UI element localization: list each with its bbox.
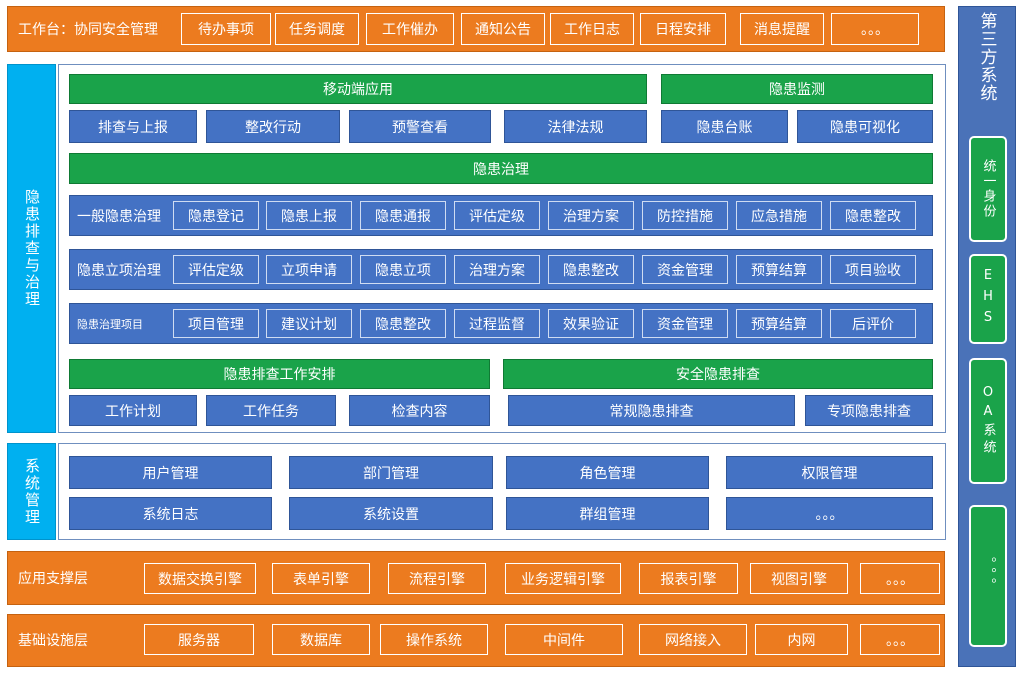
- mobile-report-button[interactable]: 排查与上报: [69, 110, 197, 143]
- third-party-ehs-label: EHS: [980, 267, 996, 331]
- gp-suggest-plan-button[interactable]: 建议计划: [266, 309, 352, 338]
- support-view-engine-button[interactable]: 视图引擎: [750, 563, 848, 594]
- workbench-label: 工作台：协同安全管理: [18, 22, 158, 38]
- hazard-side-label: 隐患排查与治理: [23, 189, 41, 308]
- project-acceptance-button[interactable]: 项目验收: [830, 255, 916, 284]
- general-emergency-button[interactable]: 应急措施: [736, 201, 822, 230]
- safety-routine-button[interactable]: 常规隐患排查: [508, 395, 795, 426]
- mobile-rectify-button[interactable]: 整改行动: [206, 110, 340, 143]
- gp-budget-button[interactable]: 预算结算: [736, 309, 822, 338]
- gp-funds-button[interactable]: 资金管理: [642, 309, 728, 338]
- system-log-button[interactable]: 系统日志: [69, 497, 272, 530]
- workbench-worklog-button[interactable]: 工作日志: [550, 13, 634, 45]
- general-grading-button[interactable]: 评估定级: [454, 201, 540, 230]
- workbench-more-button[interactable]: 。。。: [831, 13, 919, 45]
- support-report-engine-button[interactable]: 报表引擎: [639, 563, 738, 594]
- gp-project-manage-button[interactable]: 项目管理: [173, 309, 259, 338]
- schedule-header: 隐患排查工作安排: [69, 359, 490, 389]
- safety-special-button[interactable]: 专项隐患排查: [805, 395, 933, 426]
- third-party-identity-label: 统一身份: [980, 159, 996, 219]
- project-funds-button[interactable]: 资金管理: [642, 255, 728, 284]
- infra-database-button[interactable]: 数据库: [272, 624, 370, 655]
- schedule-task-button[interactable]: 工作任务: [206, 395, 336, 426]
- workbench-todo-button[interactable]: 待办事项: [181, 13, 271, 45]
- gp-verify-button[interactable]: 效果验证: [548, 309, 634, 338]
- system-user-button[interactable]: 用户管理: [69, 456, 272, 489]
- workbench-urge-button[interactable]: 工作催办: [366, 13, 454, 45]
- third-party-oa-button[interactable]: OA系统: [969, 358, 1007, 484]
- third-party-more-button[interactable]: 。。。: [969, 505, 1007, 647]
- infra-intranet-button[interactable]: 内网: [755, 624, 848, 655]
- hazard-side-tab: 隐患排查与治理: [7, 64, 56, 433]
- third-party-oa-label: OA系统: [980, 385, 996, 457]
- system-permission-button[interactable]: 权限管理: [726, 456, 933, 489]
- infra-server-button[interactable]: 服务器: [144, 624, 254, 655]
- mobile-app-header: 移动端应用: [69, 74, 647, 104]
- support-flow-engine-button[interactable]: 流程引擎: [388, 563, 486, 594]
- governance-header: 隐患治理: [69, 153, 933, 184]
- third-party-title-text: 第三方系统: [976, 12, 997, 102]
- system-role-button[interactable]: 角色管理: [506, 456, 709, 489]
- workbench-task-dispatch-button[interactable]: 任务调度: [275, 13, 359, 45]
- project-establish-button[interactable]: 隐患立项: [360, 255, 446, 284]
- third-party-more-label: 。。。: [980, 557, 996, 595]
- infra-more-button[interactable]: 。。。: [860, 624, 940, 655]
- workbench-notice-button[interactable]: 通知公告: [461, 13, 545, 45]
- governance-project-label: 隐患治理项目: [77, 317, 143, 331]
- gp-supervise-button[interactable]: 过程监督: [454, 309, 540, 338]
- system-dept-button[interactable]: 部门管理: [289, 456, 493, 489]
- support-more-button[interactable]: 。。。: [860, 563, 940, 594]
- system-more-button[interactable]: 。。。: [726, 497, 933, 530]
- infra-os-button[interactable]: 操作系统: [380, 624, 488, 655]
- general-bulletin-button[interactable]: 隐患通报: [360, 201, 446, 230]
- project-rectify-button[interactable]: 隐患整改: [548, 255, 634, 284]
- support-form-engine-button[interactable]: 表单引擎: [272, 563, 370, 594]
- system-side-label: 系统管理: [23, 457, 41, 526]
- support-data-exchange-button[interactable]: 数据交换引擎: [144, 563, 256, 594]
- gp-post-eval-button[interactable]: 后评价: [830, 309, 916, 338]
- general-prevention-button[interactable]: 防控措施: [642, 201, 728, 230]
- project-grading-button[interactable]: 评估定级: [173, 255, 259, 284]
- gp-rectify-button[interactable]: 隐患整改: [360, 309, 446, 338]
- monitor-visual-button[interactable]: 隐患可视化: [797, 110, 933, 143]
- schedule-plan-button[interactable]: 工作计划: [69, 395, 197, 426]
- workbench-calendar-button[interactable]: 日程安排: [640, 13, 726, 45]
- support-logic-engine-button[interactable]: 业务逻辑引擎: [505, 563, 621, 594]
- system-group-button[interactable]: 群组管理: [506, 497, 709, 530]
- infra-layer-label: 基础设施层: [18, 633, 88, 649]
- general-plan-button[interactable]: 治理方案: [548, 201, 634, 230]
- general-governance-label: 一般隐患治理: [77, 208, 161, 225]
- infra-network-button[interactable]: 网络接入: [639, 624, 747, 655]
- third-party-ehs-button[interactable]: EHS: [969, 254, 1007, 344]
- system-side-tab: 系统管理: [7, 443, 56, 540]
- general-rectify-button[interactable]: 隐患整改: [830, 201, 916, 230]
- system-settings-button[interactable]: 系统设置: [289, 497, 493, 530]
- project-governance-label: 隐患立项治理: [77, 262, 161, 279]
- safety-header: 安全隐患排查: [503, 359, 933, 389]
- project-budget-button[interactable]: 预算结算: [736, 255, 822, 284]
- schedule-content-button[interactable]: 检查内容: [349, 395, 490, 426]
- mobile-law-button[interactable]: 法律法规: [504, 110, 647, 143]
- monitor-ledger-button[interactable]: 隐患台账: [661, 110, 788, 143]
- monitor-header: 隐患监测: [661, 74, 933, 104]
- project-apply-button[interactable]: 立项申请: [266, 255, 352, 284]
- project-plan-button[interactable]: 治理方案: [454, 255, 540, 284]
- general-register-button[interactable]: 隐患登记: [173, 201, 259, 230]
- third-party-identity-button[interactable]: 统一身份: [969, 136, 1007, 242]
- mobile-warning-button[interactable]: 预警查看: [349, 110, 491, 143]
- third-party-title: 第三方系统: [958, 12, 1016, 124]
- workbench-messages-button[interactable]: 消息提醒: [740, 13, 824, 45]
- infra-middleware-button[interactable]: 中间件: [505, 624, 623, 655]
- support-layer-label: 应用支撑层: [18, 571, 88, 587]
- general-report-button[interactable]: 隐患上报: [266, 201, 352, 230]
